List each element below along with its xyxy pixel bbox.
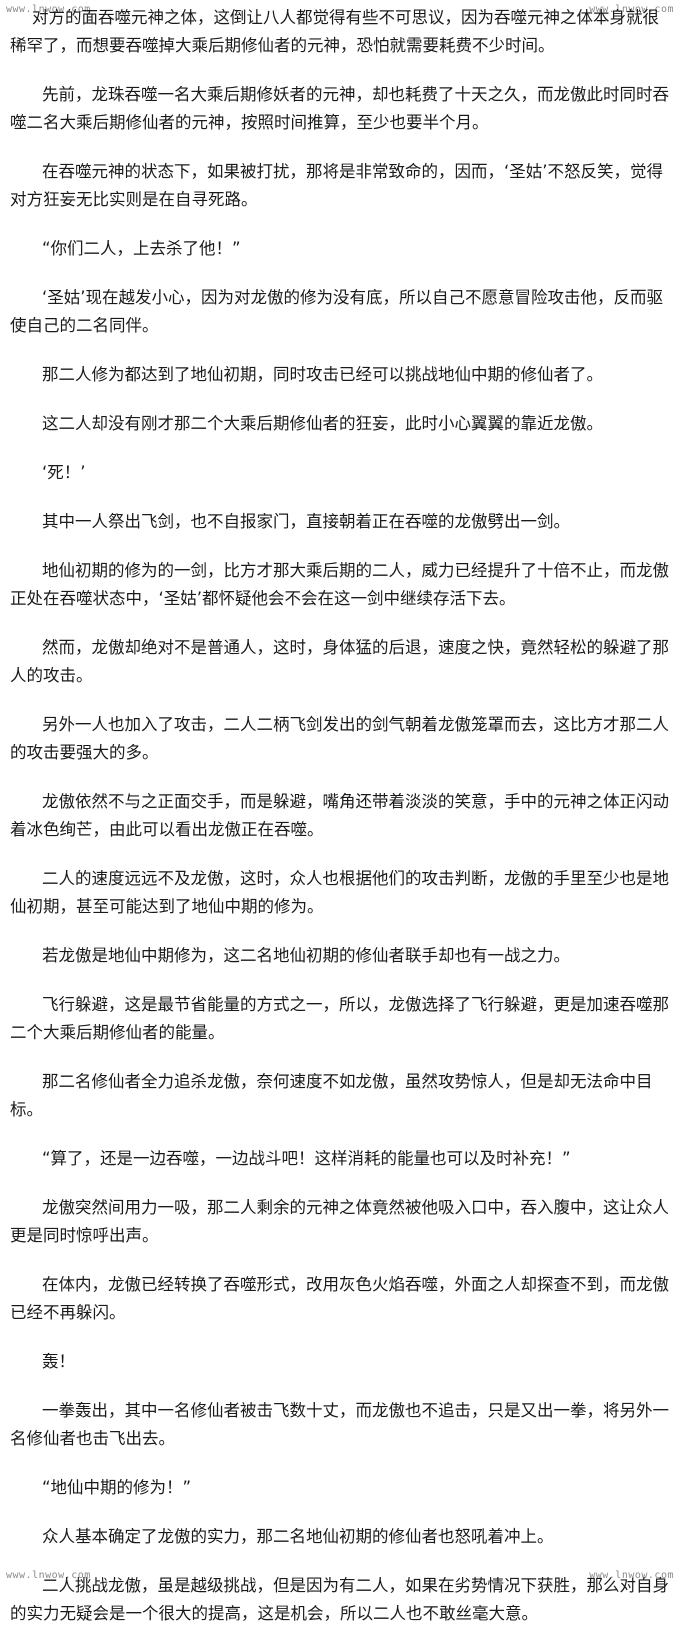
paragraph: 另外一人也加入了攻击，二人二柄飞剑发出的剑气朝着龙傲笼罩而去，这比方才那二人的攻… bbox=[10, 715, 669, 762]
article-body: 对方的面吞噬元神之体，这倒让八人都觉得有些不可思议，因为吞噬元神之体本身就很稀罕… bbox=[10, 4, 670, 1649]
paragraph: 众人基本确定了龙傲的实力，那二名地仙初期的修仙者也怒吼着冲上。 bbox=[42, 1527, 554, 1546]
paragraph: 若龙傲是地仙中期修为，这二名地仙初期的修仙者联手却也有一战之力。 bbox=[42, 946, 570, 965]
paragraph: “算了，还是一边吞噬，一边战斗吧！这样消耗的能量也可以及时补充！” bbox=[42, 1149, 571, 1168]
paragraph: 那二人修为都达到了地仙初期，同时攻击已经可以挑战地仙中期的修仙者了。 bbox=[42, 365, 603, 384]
paragraph: “地仙中期的修为！” bbox=[42, 1478, 192, 1497]
watermark-bottom-right: www.lnwow.com bbox=[589, 1570, 674, 1581]
paragraph: 对方的面吞噬元神之体，这倒让八人都觉得有些不可思议，因为吞噬元神之体本身就很稀罕… bbox=[10, 8, 659, 55]
paragraph: 那二名修仙者全力追杀龙傲，奈何速度不如龙傲，虽然攻势惊人，但是却无法命中目标。 bbox=[10, 1072, 653, 1119]
paragraph: ‘圣姑’现在越发小心，因为对龙傲的修为没有底，所以自己不愿意冒险攻击他，反而驱使… bbox=[10, 288, 663, 335]
paragraph: “你们二人，上去杀了他！” bbox=[42, 239, 241, 258]
paragraph: 先前，龙珠吞噬一名大乘后期修妖者的元神，却也耗费了十天之久，而龙傲此时同时吞噬二… bbox=[10, 85, 669, 132]
document-page: www.lnwow.com www.lnwow.com 对方的面吞噬元神之体，这… bbox=[6, 4, 674, 1623]
paragraph: 二人的速度远远不及龙傲，这时，众人也根据他们的攻击判断，龙傲的手里至少也是地仙初… bbox=[10, 869, 669, 916]
watermark-bottom-left: www.lnwow.com bbox=[6, 1570, 91, 1581]
paragraph: 二人挑战龙傲，虽是越级挑战，但是因为有二人，如果在劣势情况下获胜，那么对自身的实… bbox=[10, 1576, 669, 1623]
paragraph: 轰！ bbox=[42, 1352, 75, 1371]
paragraph: 一拳轰出，其中一名修仙者被击飞数十丈，而龙傲也不追击，只是又出一拳，将另外一名修… bbox=[10, 1401, 669, 1448]
watermark-top-right: www.lnwow.com bbox=[589, 4, 674, 15]
paragraph: 在吞噬元神的状态下，如果被打扰，那将是非常致命的，因而，‘圣姑’不怒反笑，觉得对… bbox=[10, 162, 663, 209]
paragraph: 地仙初期的修为的一剑，比方才那大乘后期的二人，威力已经提升了十倍不止，而龙傲正处… bbox=[10, 561, 669, 608]
paragraph: 这二人却没有刚才那二个大乘后期修仙者的狂妄，此时小心翼翼的靠近龙傲。 bbox=[42, 414, 603, 433]
paragraph: 飞行躲避，这是最节省能量的方式之一，所以，龙傲选择了飞行躲避，更是加速吞噬那二个… bbox=[10, 995, 669, 1042]
paragraph: 在体内，龙傲已经转换了吞噬形式，改用灰色火焰吞噬，外面之人却探查不到，而龙傲已经… bbox=[10, 1275, 669, 1322]
paragraph: 然而，龙傲却绝对不是普通人，这时，身体猛的后退，速度之快，竟然轻松的躲避了那人的… bbox=[10, 638, 669, 685]
paragraph: 龙傲突然间用力一吸，那二人剩余的元神之体竟然被他吸入口中，吞入腹中，这让众人更是… bbox=[10, 1198, 669, 1245]
paragraph: ‘死！’ bbox=[42, 463, 86, 482]
watermark-top-left: www.lnwow.com bbox=[6, 4, 91, 15]
paragraph: 龙傲依然不与之正面交手，而是躲避，嘴角还带着淡淡的笑意，手中的元神之体正闪动着冰… bbox=[10, 792, 669, 839]
paragraph: 其中一人祭出飞剑，也不自报家门，直接朝着正在吞噬的龙傲劈出一剑。 bbox=[42, 512, 570, 531]
